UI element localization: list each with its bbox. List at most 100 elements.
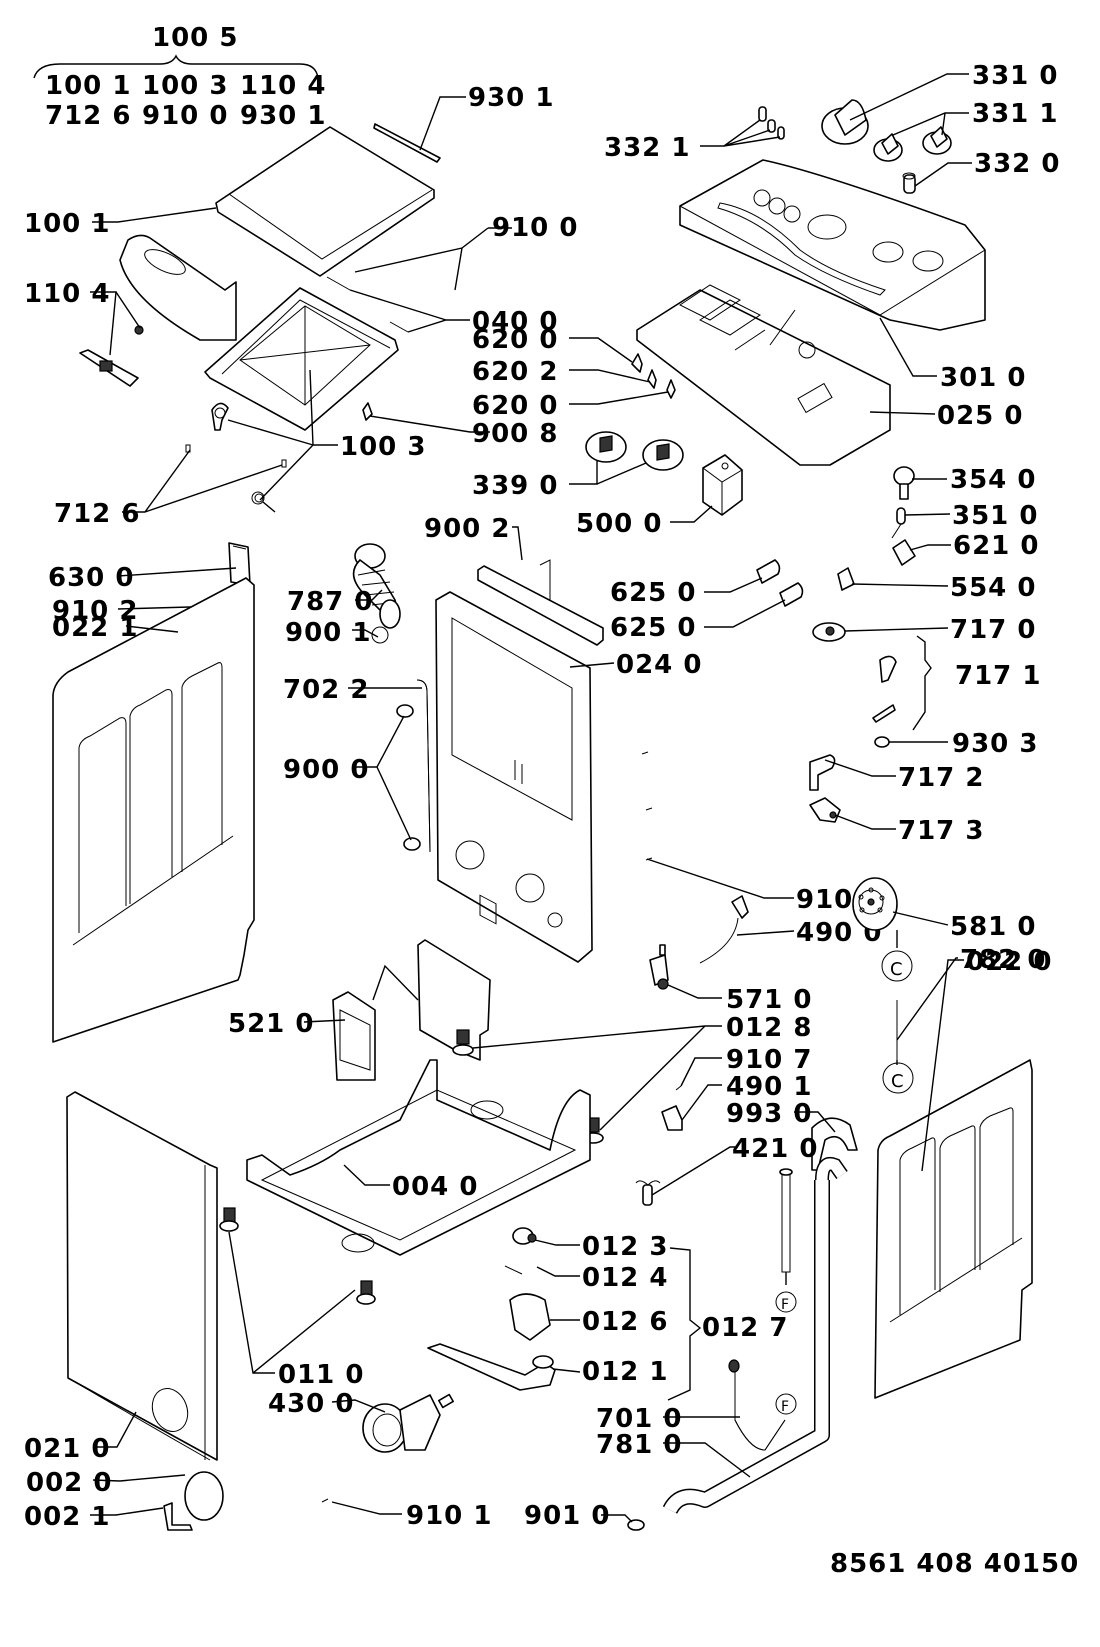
svg-text:F: F <box>781 1399 790 1415</box>
callout-521-0: 521 0 <box>228 1009 314 1039</box>
kit-item: 930 1 <box>240 101 326 131</box>
part-rear-frame <box>435 591 593 963</box>
callout-717-2: 717 2 <box>898 763 984 793</box>
callout-012-1: 012 1 <box>582 1357 668 1387</box>
part-top-frame <box>204 287 399 431</box>
callout-900-2: 900 2 <box>424 514 510 544</box>
callout-620-2: 620 2 <box>472 357 558 387</box>
connector-f-mark-bottom: F <box>775 1393 797 1415</box>
callout-332-0: 332 0 <box>974 149 1060 179</box>
callout-002-0: 002 0 <box>26 1468 112 1498</box>
part-lid <box>215 126 435 277</box>
callout-100-3: 100 3 <box>340 432 426 462</box>
part-bracket-554 <box>837 567 855 591</box>
callout-900-8: 900 8 <box>472 419 558 449</box>
part-button-cap <box>902 172 916 194</box>
callout-782-0: 782 0 <box>960 945 1046 975</box>
callout-930-1: 930 1 <box>468 83 554 113</box>
callout-702-2: 702 2 <box>283 675 369 705</box>
part-hose-guide <box>811 1117 858 1171</box>
part-ring-930-3 <box>874 736 890 748</box>
part-electronic-board <box>636 284 891 466</box>
callout-620-0-a: 620 0 <box>472 325 558 355</box>
callout-421-0: 421 0 <box>732 1134 818 1164</box>
part-right-side-panel <box>874 1059 1033 1399</box>
callout-332-1: 332 1 <box>604 133 690 163</box>
callout-331-1: 331 1 <box>972 99 1058 129</box>
callout-100-1: 100 1 <box>24 209 110 239</box>
callout-354-0: 354 0 <box>950 465 1036 495</box>
part-top-rail <box>477 559 604 646</box>
callout-910-0: 910 0 <box>492 213 578 243</box>
callout-301-0: 301 0 <box>940 363 1026 393</box>
part-hose-701 <box>728 1359 786 1451</box>
callout-331-0: 331 0 <box>972 61 1058 91</box>
callout-040-0: 040 0 <box>472 307 558 337</box>
part-hinge-strip <box>373 123 441 163</box>
callout-022-1: 022 1 <box>52 613 138 643</box>
callout-620-0-b: 620 0 <box>472 391 558 421</box>
callout-717-3: 717 3 <box>898 816 984 846</box>
part-feet-011-0 <box>219 1207 376 1305</box>
part-latch <box>211 402 229 431</box>
callout-900-1: 900 1 <box>285 618 371 648</box>
callout-339-0: 339 0 <box>472 471 558 501</box>
part-capacitor-box <box>332 991 376 1081</box>
callout-012-4: 012 4 <box>582 1263 668 1293</box>
callout-021-0: 021 0 <box>24 1434 110 1464</box>
drawing-number: 8561 408 40150 <box>830 1549 1079 1579</box>
part-front-trim <box>79 234 237 387</box>
part-clamp <box>371 626 389 644</box>
callout-012-6: 012 6 <box>582 1307 668 1337</box>
callout-004-0: 004 0 <box>392 1172 478 1202</box>
part-main-knob <box>821 99 869 145</box>
svg-text:C: C <box>890 959 904 980</box>
callout-910-1: 910 1 <box>406 1501 492 1531</box>
callout-500-0: 500 0 <box>576 509 662 539</box>
part-drain-tube <box>416 679 431 853</box>
part-pump-cover <box>184 1471 224 1521</box>
callout-022-0: 022 0 <box>966 947 1052 977</box>
part-cover-hinge <box>163 1502 193 1531</box>
kit-item: 712 6 <box>45 101 131 131</box>
part-drain-hose <box>662 1157 848 1515</box>
part-drain-pump <box>362 1393 454 1453</box>
part-bracket-621 <box>892 539 916 566</box>
callout-787-0: 787 0 <box>287 587 373 617</box>
callout-900-0: 900 0 <box>283 755 369 785</box>
part-left-side-panel <box>52 577 255 1043</box>
callout-110-4: 110 4 <box>24 279 110 309</box>
part-front-panel <box>66 1091 218 1461</box>
callout-024-0: 024 0 <box>616 650 702 680</box>
svg-text:C: C <box>891 1071 905 1092</box>
part-timer <box>702 454 743 516</box>
callout-490-1: 490 1 <box>726 1072 812 1102</box>
part-inlet-valve <box>649 944 669 990</box>
part-program-discs <box>585 431 684 471</box>
callout-717-1: 717 1 <box>955 661 1041 691</box>
part-power-cord <box>699 895 749 964</box>
part-base-frame <box>246 1059 591 1256</box>
part-490-1 <box>661 1105 683 1131</box>
kit-brace <box>33 54 319 79</box>
part-bellows <box>352 543 401 629</box>
part-thermostat <box>891 507 906 539</box>
part-clips-625 <box>756 559 804 607</box>
callout-581-0: 581 0 <box>950 912 1036 942</box>
svg-text:F: F <box>781 1297 790 1313</box>
kit-label: 100 5 <box>152 23 238 53</box>
callout-910-7: 910 7 <box>726 1045 812 1075</box>
callout-012-3: 012 3 <box>582 1232 668 1262</box>
part-filter-housing <box>509 1293 551 1341</box>
kit-item: 910 0 <box>142 101 228 131</box>
callout-625-0-a: 625 0 <box>610 578 696 608</box>
callout-012-7: 012 7 <box>702 1313 788 1343</box>
callout-781-0: 781 0 <box>596 1430 682 1460</box>
connector-c-mark-bottom: C <box>882 1062 914 1094</box>
connector-c-mark-top: C <box>881 950 913 982</box>
part-lever-717-2 <box>809 754 836 791</box>
callout-625-0-b: 625 0 <box>610 613 696 643</box>
callout-717-0: 717 0 <box>950 615 1036 645</box>
kit-item: 100 1 <box>45 71 131 101</box>
